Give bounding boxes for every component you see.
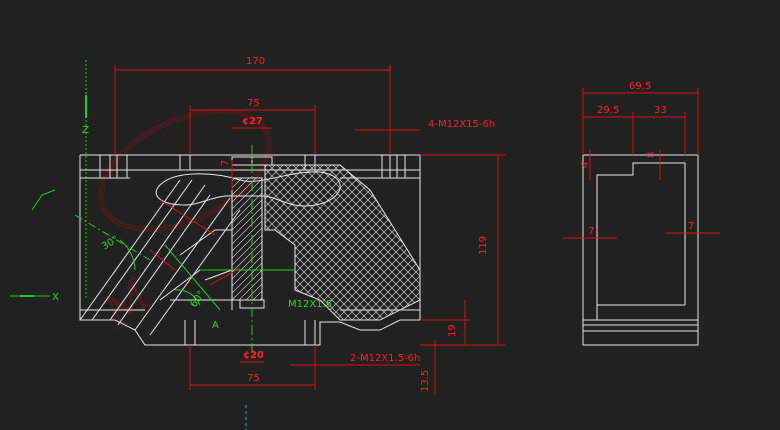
- dim-119: 119: [478, 236, 489, 255]
- dim-7-left: 7: [588, 226, 594, 237]
- dim-thread-top: 4-M12X15-6h: [428, 119, 495, 130]
- dim-13-5: 13.5: [420, 370, 431, 392]
- dim-8: 8: [646, 152, 657, 158]
- angle-30-label: 30°: [100, 234, 121, 252]
- front-view: M12X1.5 30° 60° A: [74, 145, 421, 355]
- dim-7-small: 7: [220, 160, 231, 166]
- bolt-thread-label: M12X1.5: [288, 299, 332, 310]
- side-view-dimensions: 69.5 29.5 33 8 4 7 7: [563, 81, 720, 239]
- dim-170: 170: [246, 56, 265, 67]
- z-axis-label: Z: [82, 125, 89, 136]
- dim-4: 4: [580, 162, 591, 168]
- section-hatch-right: [264, 164, 421, 321]
- front-view-dimensions: 170 75 ¢27 4-M12X15-6h 119 19 13.5 ¢20 7…: [114, 56, 505, 395]
- dim-33: 33: [654, 105, 667, 116]
- dim-75-top: 75: [247, 98, 260, 109]
- axis-indicator: Z X: [10, 60, 89, 303]
- dim-thread-bottom: 2-M12X1.5-6h: [350, 353, 420, 364]
- side-view: [582, 154, 699, 346]
- x-axis-label: X: [52, 292, 59, 303]
- dim-bore-27: ¢27: [242, 116, 263, 127]
- dim-19: 19: [447, 324, 458, 337]
- dim-bore-20: ¢20: [243, 350, 264, 361]
- watermark-text: M: [94, 270, 163, 339]
- dim-69-5: 69.5: [629, 81, 651, 92]
- dim-75-bottom: 75: [247, 373, 260, 384]
- dim-7-right: 7: [688, 221, 694, 232]
- svg-text:A: A: [212, 320, 219, 331]
- dim-29-5: 29.5: [597, 105, 619, 116]
